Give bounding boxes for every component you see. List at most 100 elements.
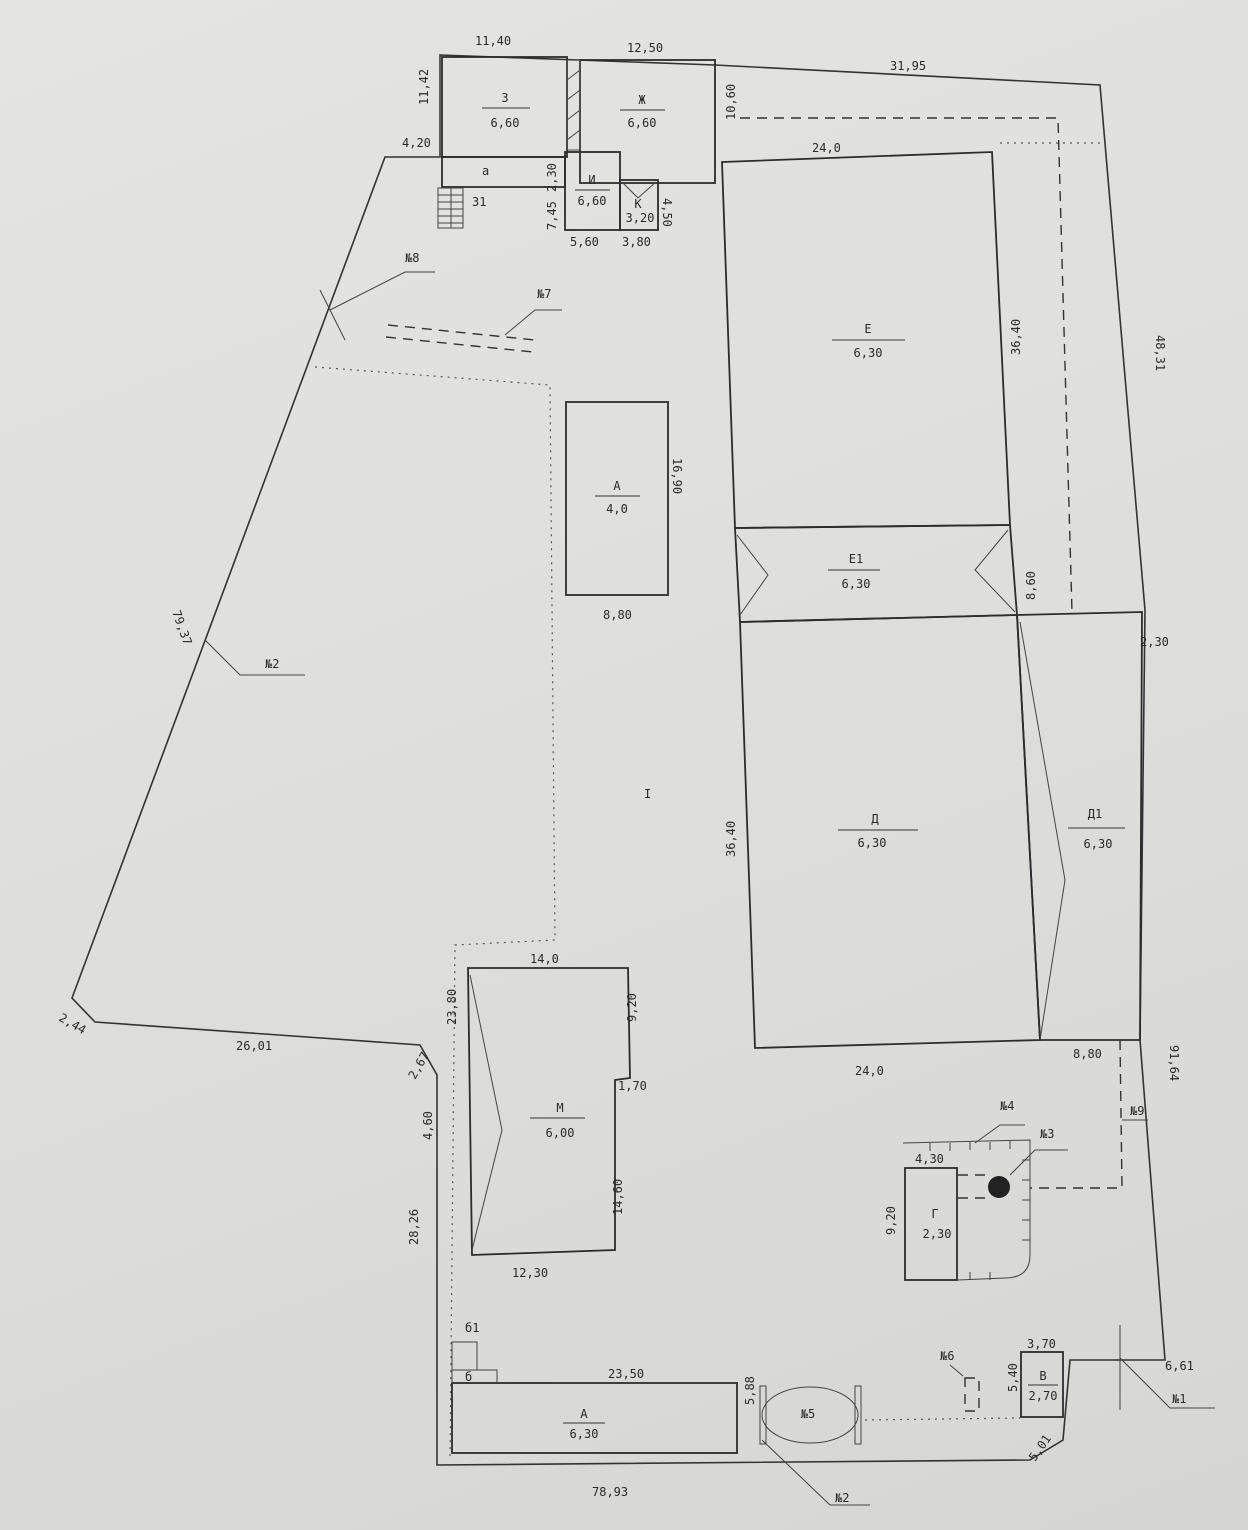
well-icon bbox=[988, 1176, 1010, 1198]
svg-text:6,30: 6,30 bbox=[842, 577, 871, 591]
svg-text:16,90: 16,90 bbox=[670, 458, 684, 494]
gate-marks bbox=[319, 289, 1121, 1410]
svg-text:9,20: 9,20 bbox=[884, 1206, 898, 1235]
svg-text:10,60: 10,60 bbox=[724, 84, 738, 120]
svg-text:2,44: 2,44 bbox=[57, 1010, 89, 1037]
svg-text:Ж: Ж bbox=[638, 93, 646, 107]
building-e1 bbox=[734, 524, 1018, 623]
svg-text:9,20: 9,20 bbox=[625, 993, 639, 1022]
svg-text:6,30: 6,30 bbox=[1084, 837, 1113, 851]
svg-text:24,0: 24,0 bbox=[855, 1064, 884, 1078]
svg-text:24,0: 24,0 bbox=[812, 141, 841, 155]
marker-n2: №2 bbox=[265, 657, 279, 671]
building-k bbox=[619, 179, 659, 231]
label-m: М 6,00 bbox=[530, 1101, 585, 1140]
building-a-lower bbox=[451, 1382, 738, 1454]
svg-text:Д: Д bbox=[871, 812, 879, 826]
building-a-upper bbox=[565, 401, 669, 596]
svg-text:6,30: 6,30 bbox=[858, 836, 887, 850]
svg-text:3,80: 3,80 bbox=[622, 235, 651, 249]
hatched-wall bbox=[566, 59, 581, 151]
porch-b1 bbox=[451, 1341, 478, 1371]
svg-text:28,26: 28,26 bbox=[407, 1209, 421, 1245]
svg-text:4,0: 4,0 bbox=[606, 502, 628, 516]
svg-text:А: А bbox=[613, 479, 621, 493]
plot-boundary bbox=[71, 54, 1166, 1466]
marker-n6: №6 bbox=[940, 1349, 954, 1363]
canopy-n4 bbox=[902, 1139, 1031, 1281]
building-z bbox=[441, 56, 568, 158]
building-m-roof bbox=[469, 974, 503, 1251]
svg-text:5,40: 5,40 bbox=[1006, 1363, 1020, 1392]
svg-text:2,70: 2,70 bbox=[1029, 1389, 1058, 1403]
label-e: Е6,30 bbox=[832, 322, 905, 360]
label-a-lower: А 6,30 bbox=[563, 1407, 605, 1441]
fence-dashed bbox=[740, 117, 1073, 613]
svg-text:З: З bbox=[501, 91, 508, 105]
svg-text:14,60: 14,60 bbox=[611, 1179, 625, 1215]
svg-text:6,30: 6,30 bbox=[854, 346, 883, 360]
svg-text:12,50: 12,50 bbox=[627, 41, 663, 55]
building-d bbox=[739, 614, 1041, 1049]
svg-text:6,30: 6,30 bbox=[570, 1427, 599, 1441]
building-g bbox=[904, 1167, 958, 1281]
svg-text:К: К bbox=[634, 197, 642, 211]
svg-text:7,45: 7,45 bbox=[545, 201, 559, 230]
svg-text:2,67: 2,67 bbox=[405, 1049, 432, 1081]
marker-n4: №4 bbox=[1000, 1099, 1014, 1113]
svg-text:2,30: 2,30 bbox=[923, 1227, 952, 1241]
svg-text:8,80: 8,80 bbox=[603, 608, 632, 622]
svg-text:11,42: 11,42 bbox=[417, 69, 431, 105]
svg-text:А: А bbox=[580, 1407, 588, 1421]
porch-b-label: б bbox=[465, 1370, 472, 1384]
building-d1 bbox=[1016, 611, 1143, 1041]
svg-text:8,80: 8,80 bbox=[1073, 1047, 1102, 1061]
label-v: В 2,70 bbox=[1028, 1369, 1058, 1403]
label-i: И6,60 bbox=[575, 173, 610, 208]
porch-a-label: а bbox=[482, 164, 489, 178]
stair-label: 31 bbox=[472, 195, 486, 209]
pool-n5 bbox=[761, 1386, 859, 1444]
marker-n7: №7 bbox=[537, 287, 551, 301]
svg-text:26,01: 26,01 bbox=[236, 1039, 272, 1053]
label-zh: Ж6,60 bbox=[620, 93, 665, 130]
svg-text:91,64: 91,64 bbox=[1167, 1045, 1181, 1081]
svg-text:4,30: 4,30 bbox=[915, 1152, 944, 1166]
pipe-dashed bbox=[1030, 1039, 1123, 1189]
svg-text:4,20: 4,20 bbox=[402, 136, 431, 150]
svg-text:5,60: 5,60 bbox=[570, 235, 599, 249]
building-i bbox=[564, 151, 621, 231]
marker-leaders bbox=[204, 271, 1215, 1506]
label-a-upper: А 4,0 bbox=[595, 479, 640, 516]
zone-boundary bbox=[314, 366, 556, 1461]
porch-b1-label: б1 bbox=[465, 1321, 479, 1335]
svg-text:78,93: 78,93 bbox=[592, 1485, 628, 1499]
svg-text:23,50: 23,50 bbox=[608, 1367, 644, 1381]
building-e1-roof bbox=[736, 529, 1016, 616]
label-e1: Е1 6,30 bbox=[828, 552, 880, 591]
canopy-ticks bbox=[929, 1141, 1030, 1280]
svg-text:М: М bbox=[556, 1101, 563, 1115]
svg-text:2,30: 2,30 bbox=[1140, 635, 1169, 649]
svg-text:11,40: 11,40 bbox=[475, 34, 511, 48]
label-g: Г2,30 bbox=[923, 1207, 952, 1241]
svg-text:48,31: 48,31 bbox=[1153, 335, 1167, 371]
zone-boundary-3 bbox=[864, 1417, 1021, 1421]
svg-text:4,60: 4,60 bbox=[421, 1111, 435, 1140]
porch-a bbox=[441, 156, 566, 188]
marker-n8: №8 bbox=[405, 251, 419, 265]
svg-text:8,60: 8,60 bbox=[1024, 571, 1038, 600]
marker-n3: №3 bbox=[1040, 1127, 1054, 1141]
yard-label: I bbox=[644, 787, 651, 801]
building-k-roof bbox=[621, 181, 657, 199]
dimension-labels: 11,40 12,50 31,95 11,42 4,20 10,60 24,0 … bbox=[57, 34, 1194, 1499]
svg-text:В: В bbox=[1039, 1369, 1046, 1383]
stairs-icon bbox=[437, 187, 464, 229]
building-d1-roof bbox=[1019, 621, 1066, 1041]
svg-text:6,00: 6,00 bbox=[546, 1126, 575, 1140]
svg-text:Е1: Е1 bbox=[849, 552, 863, 566]
svg-text:23,80: 23,80 bbox=[445, 989, 459, 1025]
marker-n2-bottom: №2 bbox=[835, 1491, 849, 1505]
